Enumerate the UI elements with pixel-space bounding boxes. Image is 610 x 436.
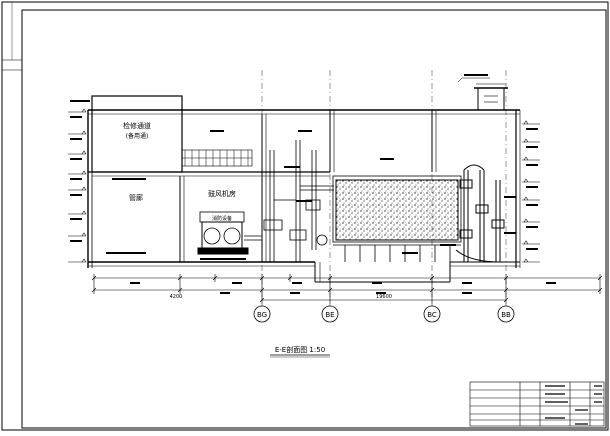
axis-label-be: BE (325, 311, 334, 319)
total-dimension: 19600 (376, 294, 392, 300)
room-label-left: 管廊 (129, 193, 143, 202)
filter-tank (332, 175, 462, 262)
blower-equipment (197, 211, 262, 255)
axis-bubbles (253, 305, 515, 323)
piping-right (455, 164, 505, 263)
rooftop-structure (457, 77, 508, 111)
railing (182, 150, 252, 166)
axis-grid (261, 70, 507, 306)
elevation-marks-left (68, 108, 87, 263)
annotation-bars (70, 74, 538, 260)
room-label-upper-1: 检修通道 (123, 121, 151, 130)
dimension-lines (91, 274, 603, 304)
equipment-label: 消防设备 (212, 215, 232, 222)
axis-label-bc: BC (427, 311, 437, 319)
title-block (469, 381, 605, 427)
elevation-marks-right (522, 120, 540, 263)
section-title: E-E剖面图 1:50 (275, 345, 325, 354)
dimension-values (130, 282, 556, 294)
building-outline (87, 95, 521, 283)
left-overall-dimension: 4200 (170, 294, 183, 300)
axis-label-bb: BB (501, 311, 511, 319)
axis-label-bg: BG (257, 311, 267, 319)
room-label-upper-2: (备用通) (126, 132, 149, 140)
room-label-middle: 鼓风机房 (208, 189, 236, 198)
